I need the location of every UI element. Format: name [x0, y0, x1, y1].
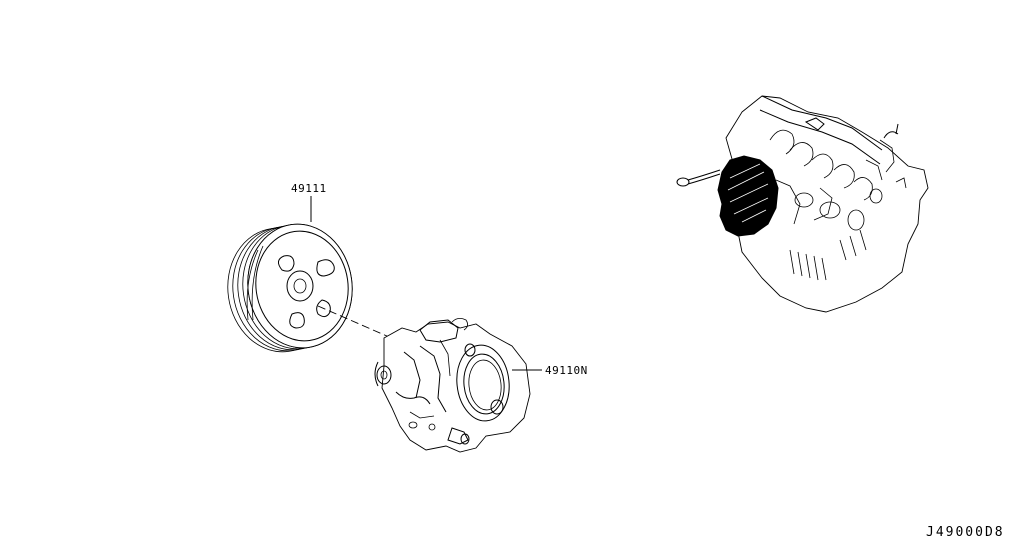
part-number-49110N: 49110N — [545, 364, 588, 377]
part-number-49111: 49111 — [291, 182, 327, 195]
assembly-axis-line — [317, 305, 397, 341]
pulley-icon[interactable] — [220, 217, 360, 358]
diagram-code: J49000D8 — [926, 525, 1005, 540]
engine-assembly-icon — [676, 95, 929, 313]
power-steering-pump-icon[interactable] — [374, 318, 531, 453]
